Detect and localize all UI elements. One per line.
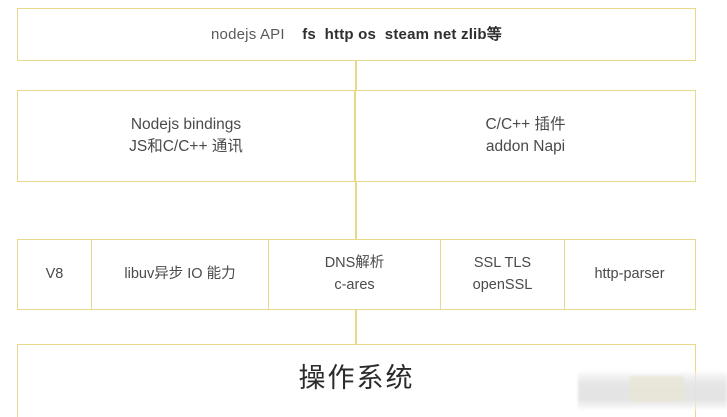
connector-bindings-to-deps xyxy=(355,182,357,239)
connector-api-to-bindings xyxy=(355,61,357,90)
addon-title: C/C++ 插件 xyxy=(485,115,566,133)
dependency-cell-ssl-openssl: SSL TLS openSSL xyxy=(441,240,565,309)
nodejs-api-line: nodejs API fs http os steam net zlib等 xyxy=(211,24,502,46)
bindings-subtitle: JS和C/C++ 通讯 xyxy=(129,138,243,155)
operating-system-label: 操作系统 xyxy=(298,363,415,393)
dependency-line1: DNS解析 xyxy=(324,255,385,272)
layer-nodejs-bindings-box: Nodejs bindings JS和C/C++ 通讯 xyxy=(17,90,355,182)
nodejs-api-separator xyxy=(285,26,302,43)
dependency-line2: c-ares xyxy=(334,276,375,293)
blurred-watermark-overlay xyxy=(578,372,727,410)
watermark-block xyxy=(630,376,684,402)
dependency-cell-libuv: libuv异步 IO 能力 xyxy=(92,240,269,309)
layer-dependencies-row: V8 libuv异步 IO 能力 DNS解析 c-ares SSL TLS op… xyxy=(17,239,696,310)
dependency-cell-v8: V8 xyxy=(18,240,92,309)
nodejs-api-modules: fs http os steam net zlib等 xyxy=(302,25,502,43)
bindings-title: Nodejs bindings xyxy=(130,115,242,133)
dependency-line1: libuv异步 IO 能力 xyxy=(124,265,236,282)
connector-deps-to-os xyxy=(355,310,357,344)
addon-subtitle: addon Napi xyxy=(485,138,566,155)
dependency-line2: openSSL xyxy=(472,276,533,293)
dependency-line1: V8 xyxy=(45,265,64,282)
dependency-line1: SSL TLS xyxy=(473,255,532,272)
dependency-line1: http-parser xyxy=(594,265,665,282)
dependency-cell-dns-cares: DNS解析 c-ares xyxy=(269,240,441,309)
nodejs-api-label: nodejs API xyxy=(211,25,285,43)
layer-nodejs-api-box: nodejs API fs http os steam net zlib等 xyxy=(17,8,696,61)
dependency-cell-http-parser: http-parser xyxy=(565,240,694,309)
layer-cpp-addon-box: C/C++ 插件 addon Napi xyxy=(355,90,696,182)
